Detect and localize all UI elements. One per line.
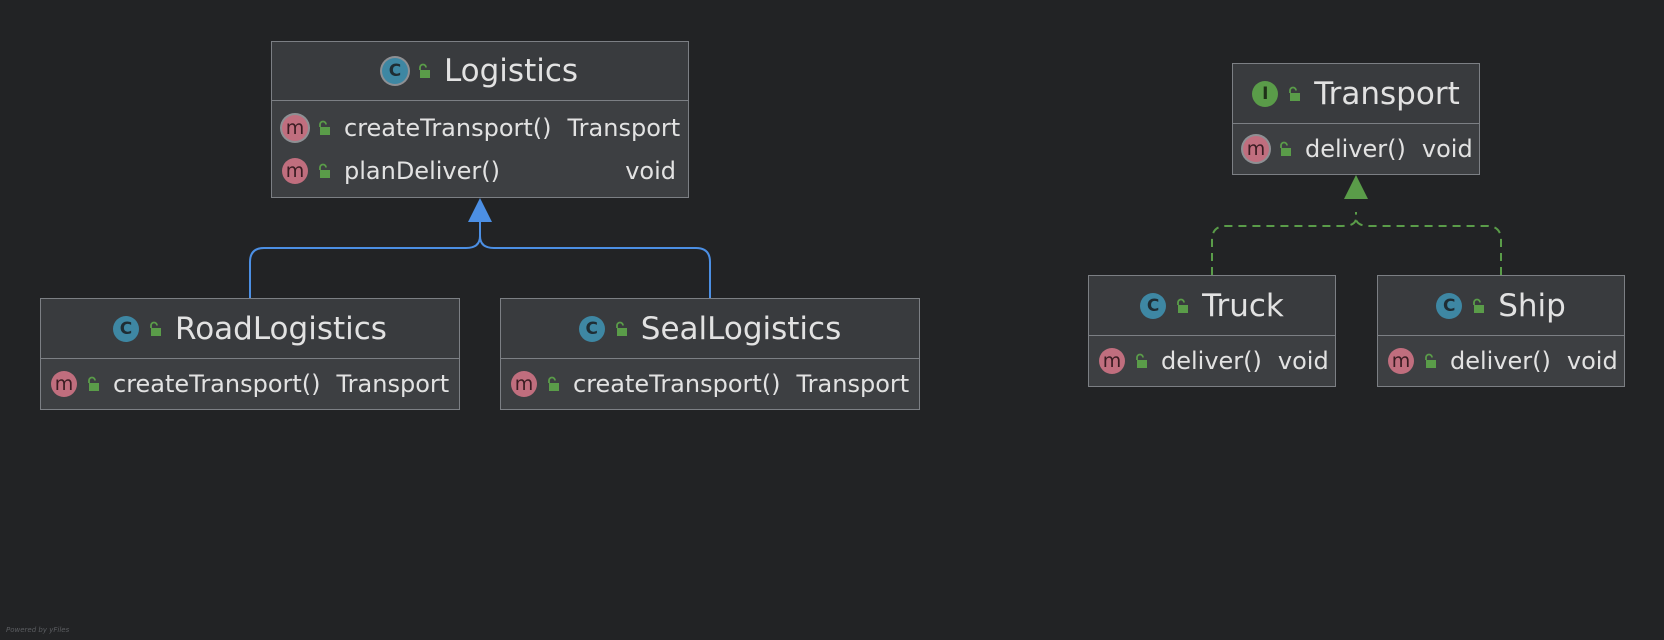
- return-type: Transport: [336, 369, 450, 398]
- edge-roadlogistics-to-logistics: [249, 220, 481, 298]
- member-row[interactable]: m createTransport() Transport: [501, 359, 919, 408]
- class-node-ship[interactable]: C Ship m deliver() void: [1377, 275, 1625, 387]
- return-type: Transport: [567, 113, 681, 142]
- method-icon: m: [282, 158, 308, 184]
- public-lock-icon: [545, 376, 561, 392]
- class-title: Logistics: [443, 53, 579, 89]
- class-title: SealLogistics: [640, 310, 842, 347]
- class-icon: C: [1140, 292, 1167, 319]
- class-node-truck[interactable]: C Truck m deliver() void: [1088, 275, 1336, 387]
- public-lock-icon: [316, 163, 332, 179]
- method-name: deliver(): [1161, 346, 1262, 375]
- class-title: RoadLogistics: [175, 310, 387, 347]
- method-name: deliver(): [1450, 346, 1551, 375]
- method-icon: m: [1388, 347, 1414, 374]
- method-icon: m: [511, 370, 537, 397]
- public-lock-icon: [416, 63, 432, 79]
- return-type: void: [625, 157, 676, 185]
- member-row[interactable]: m createTransport() Transport: [41, 359, 459, 408]
- public-lock-icon: [85, 376, 101, 392]
- edge-ship-to-transport: [1355, 212, 1502, 275]
- return-type: void: [1566, 346, 1618, 375]
- node-header: I Transport: [1233, 64, 1479, 124]
- powered-by-footer: Powered by yFiles: [6, 626, 70, 634]
- public-lock-icon: [1277, 141, 1293, 157]
- method-icon: m: [51, 370, 77, 397]
- class-node-roadlogistics[interactable]: C RoadLogistics m createTransport() Tran…: [40, 298, 460, 410]
- class-node-seallogistics[interactable]: C SealLogistics m createTransport() Tran…: [500, 298, 920, 410]
- return-type: void: [1421, 134, 1473, 163]
- method-icon: m: [1099, 347, 1125, 374]
- return-type: void: [1277, 346, 1329, 375]
- class-node-logistics[interactable]: C Logistics m createTransport() Transpor…: [271, 41, 689, 198]
- node-header: C Truck: [1089, 276, 1335, 336]
- method-name: createTransport(): [113, 369, 321, 398]
- edge-truck-to-transport: [1211, 212, 1357, 275]
- edge-seallogistics-to-logistics: [479, 220, 711, 298]
- class-icon: C: [113, 315, 140, 342]
- class-icon: C: [578, 315, 605, 342]
- member-row[interactable]: m deliver() void: [1233, 124, 1479, 173]
- node-header: C Ship: [1378, 276, 1624, 336]
- class-icon: C: [1436, 292, 1463, 319]
- interface-icon: I: [1252, 80, 1279, 107]
- node-header: C Logistics: [272, 42, 688, 101]
- public-lock-icon: [1286, 86, 1302, 102]
- member-row[interactable]: m deliver() void: [1089, 336, 1335, 385]
- node-header: C SealLogistics: [501, 299, 919, 359]
- return-type: Transport: [796, 369, 910, 398]
- public-lock-icon: [1422, 353, 1438, 369]
- member-row[interactable]: m planDeliver() void: [272, 148, 688, 194]
- public-lock-icon: [1470, 298, 1486, 314]
- method-name: deliver(): [1305, 134, 1406, 163]
- public-lock-icon: [147, 321, 163, 337]
- public-lock-icon: [1174, 298, 1190, 314]
- inheritance-arrowhead: [468, 198, 492, 222]
- method-icon: m: [282, 114, 308, 141]
- method-icon: m: [1243, 135, 1269, 162]
- interface-title: Transport: [1314, 75, 1460, 112]
- class-icon: C: [381, 58, 408, 84]
- method-name: createTransport(): [573, 369, 781, 398]
- public-lock-icon: [1133, 353, 1149, 369]
- member-row[interactable]: m createTransport() Transport: [272, 101, 688, 148]
- node-header: C RoadLogistics: [41, 299, 459, 359]
- class-title: Truck: [1202, 287, 1284, 324]
- member-row[interactable]: m deliver() void: [1378, 336, 1624, 385]
- realization-arrowhead: [1344, 175, 1368, 199]
- public-lock-icon: [613, 321, 629, 337]
- method-name: createTransport(): [344, 113, 552, 142]
- interface-node-transport[interactable]: I Transport m deliver() void: [1232, 63, 1480, 175]
- public-lock-icon: [316, 120, 332, 136]
- class-title: Ship: [1498, 287, 1566, 324]
- method-name: planDeliver(): [344, 157, 500, 185]
